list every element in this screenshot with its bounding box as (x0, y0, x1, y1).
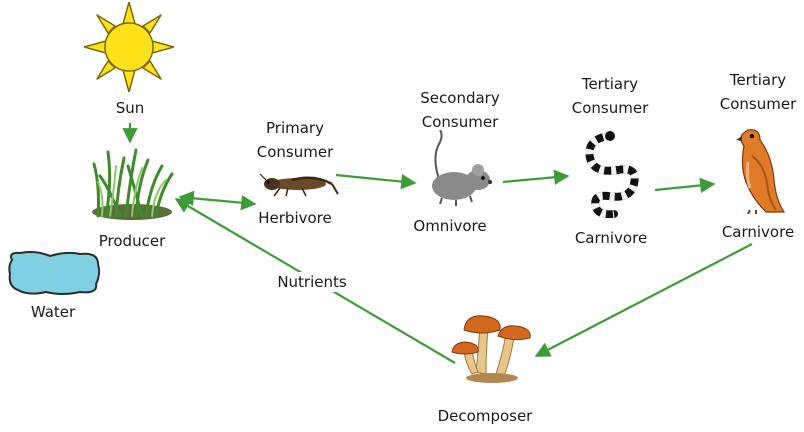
tertiary-consumer-hawk-title-line2: Consumer (719, 95, 797, 113)
tertiary-consumer-snake-title-line1: Tertiary (581, 75, 639, 93)
nutrients-label: Nutrients (262, 272, 362, 292)
decomposer-label: Decomposer (437, 407, 533, 425)
secondary-consumer-title-line1: Secondary (420, 89, 500, 107)
arrow-omnivore-to-snake (502, 169, 570, 185)
producer-label: Producer (98, 232, 166, 250)
omnivore-label: Omnivore (413, 217, 487, 235)
mouse-icon (418, 129, 498, 208)
water-puddle-icon (6, 248, 102, 298)
carnivore-hawk-label: Carnivore (721, 223, 795, 241)
sun-icon (83, 1, 175, 93)
tertiary-consumer-snake-title-line2: Consumer (571, 99, 649, 117)
primary-consumer-title-line1: Primary (266, 119, 324, 137)
arrow-snake-to-hawk (654, 177, 716, 194)
arrow-hawk-to-decomposer (534, 243, 753, 357)
mushroom-icon (446, 308, 536, 384)
grasshopper-icon (258, 172, 342, 198)
water-label: Water (30, 303, 76, 321)
herbivore-label: Herbivore (258, 209, 332, 227)
tertiary-consumer-hawk-title-line1: Tertiary (729, 71, 787, 89)
carnivore-snake-label: Carnivore (574, 229, 648, 247)
arrow-herbivore-to-omnivore (335, 173, 417, 190)
secondary-consumer-title-line2: Consumer (421, 113, 499, 131)
hawk-icon (726, 126, 786, 215)
arrow-producer-herbivore (178, 190, 257, 211)
snake-icon (578, 130, 648, 219)
sun-label: Sun (115, 99, 145, 117)
grass-icon (90, 146, 174, 222)
primary-consumer-title-line2: Consumer (256, 143, 334, 161)
